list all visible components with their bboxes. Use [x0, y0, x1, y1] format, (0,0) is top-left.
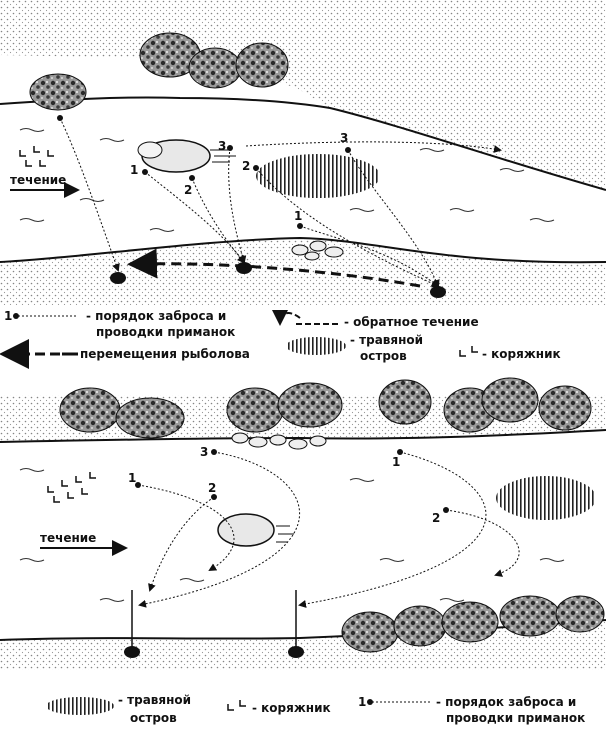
bottom-cast-numbers: 3 1 2 1 2: [128, 445, 449, 525]
bottom-bushes-far: [59, 377, 592, 439]
svg-text:проводки приманок: проводки приманок: [446, 711, 585, 725]
svg-text:перемещения рыболова: перемещения рыболова: [80, 347, 250, 361]
bottom-cast-paths: [137, 451, 520, 608]
svg-text:остров: остров: [360, 349, 407, 363]
bottom-diagram: течение: [0, 377, 606, 725]
bottom-rock-island: [217, 513, 294, 547]
svg-text:1: 1: [4, 309, 12, 323]
top-rock-island: [137, 139, 236, 173]
svg-text:3: 3: [200, 445, 208, 459]
top-bushes-far: [29, 32, 289, 111]
top-water-ripples: [19, 128, 555, 232]
svg-text:1: 1: [130, 163, 138, 177]
svg-text:- травяной: - травяной: [350, 333, 423, 347]
top-diagram: течение: [0, 0, 606, 369]
svg-text:- порядок заброса и: - порядок заброса и: [86, 309, 226, 323]
svg-text:- порядок заброса и: - порядок заброса и: [436, 695, 576, 709]
svg-text:- травяной: - травяной: [118, 693, 191, 707]
bottom-grass-island: [496, 476, 596, 520]
top-grass-island: [256, 154, 380, 198]
bottom-bushes-near: [341, 595, 605, 653]
svg-text:1: 1: [392, 455, 400, 469]
svg-text:проводки приманок: проводки приманок: [96, 325, 235, 339]
top-current-label: течение: [10, 173, 66, 187]
svg-text:- коряжник: - коряжник: [252, 701, 331, 715]
top-stones: [291, 240, 344, 261]
top-cast-paths: [59, 117, 502, 288]
top-snags-icon: [19, 146, 54, 167]
svg-text:3: 3: [218, 139, 226, 153]
top-anglers: [110, 262, 446, 298]
svg-text:1: 1: [358, 695, 366, 709]
top-cast-numbers: 1 2 3 2 3 1: [57, 115, 351, 229]
svg-text:остров: остров: [130, 711, 177, 725]
svg-text:2: 2: [432, 511, 440, 525]
svg-text:- обратное течение: - обратное течение: [344, 315, 479, 329]
svg-text:- коряжник: - коряжник: [482, 347, 561, 361]
bottom-water-ripples: [19, 468, 565, 602]
svg-text:2: 2: [242, 159, 250, 173]
top-angler-move-arrow: [127, 248, 421, 288]
bottom-anglers: [124, 590, 304, 658]
svg-text:1: 1: [294, 209, 302, 223]
svg-text:2: 2: [184, 183, 192, 197]
svg-text:1: 1: [128, 471, 136, 485]
svg-text:2: 2: [208, 481, 216, 495]
svg-text:3: 3: [340, 131, 348, 145]
bottom-legend: - травяной остров - коряжник 1 - порядок…: [46, 693, 585, 725]
bottom-stones: [231, 432, 327, 450]
bottom-current-label: течение: [40, 531, 96, 545]
bottom-snags-icon: [47, 472, 96, 503]
top-legend: 1 - порядок заброса и проводки приманок …: [0, 309, 561, 369]
